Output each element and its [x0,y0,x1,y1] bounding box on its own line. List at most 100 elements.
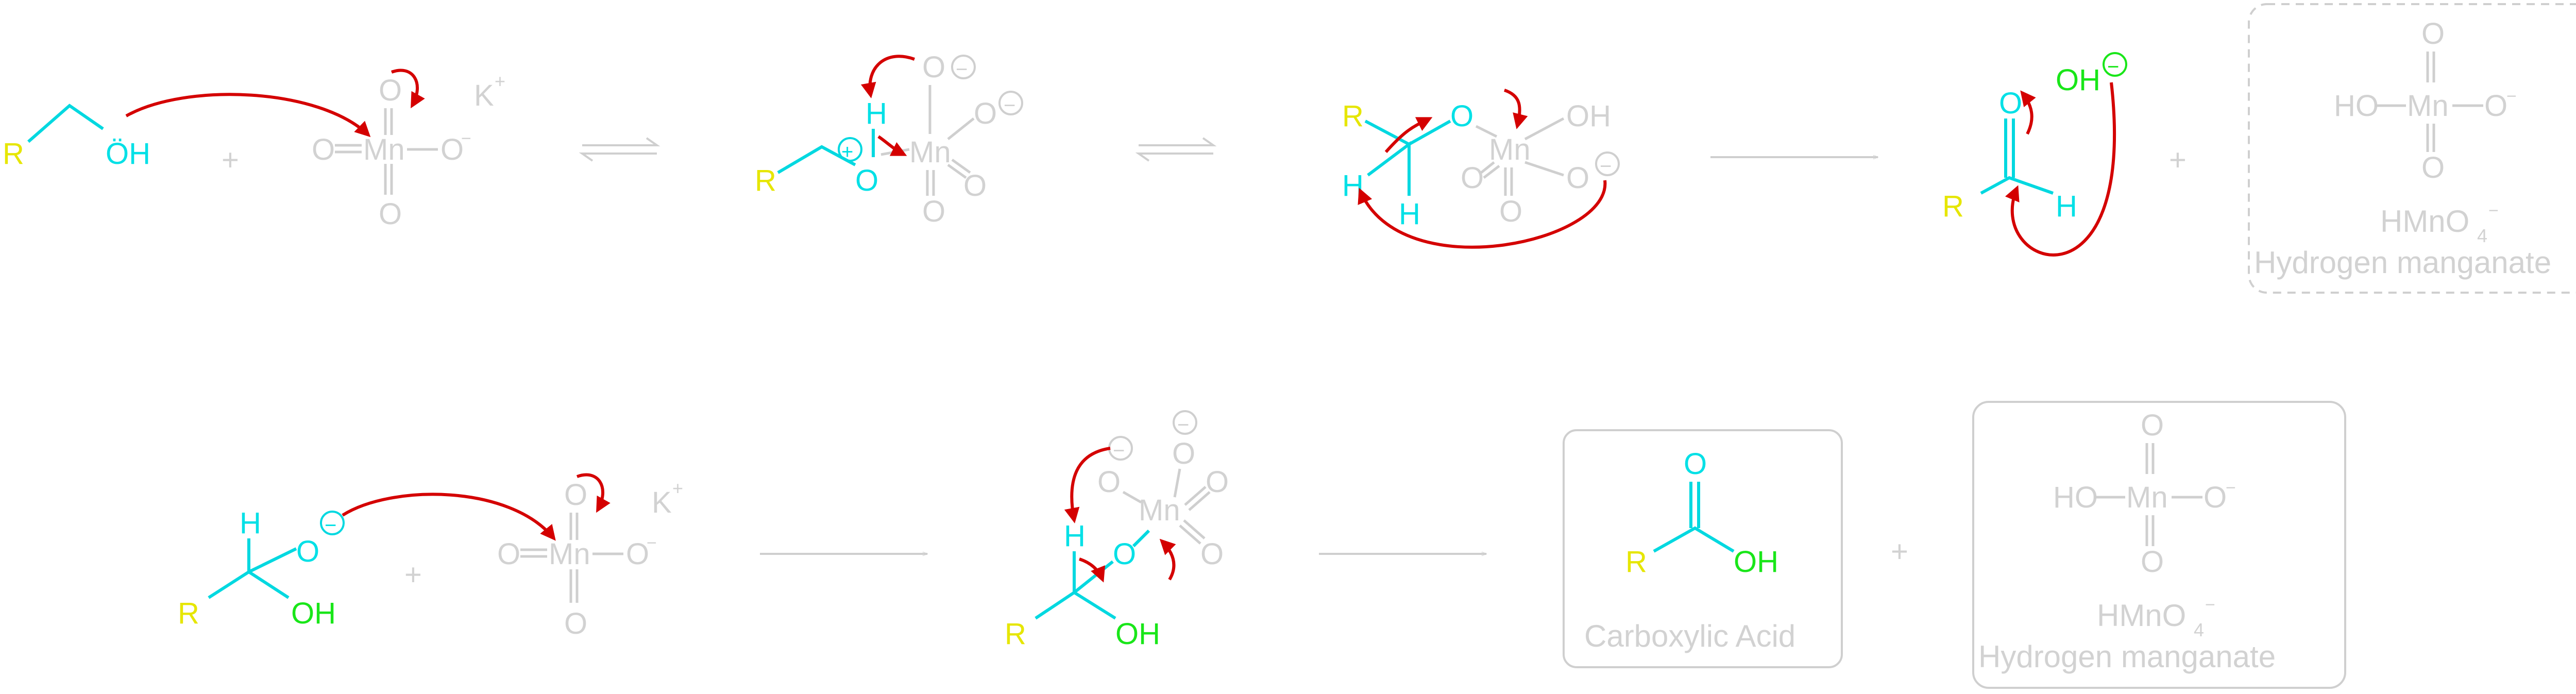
hydrate-manganate-ester: − O − O Mn O O O H R OH [1005,410,1229,651]
hydrate-alkoxide: H O − R OH [178,506,345,630]
o-right-label: O [626,537,649,571]
carboxylic-acid-label: Carboxylic Acid [1584,619,1795,653]
electron-arrow [2005,82,2116,257]
oh-label: OH [1566,99,1611,133]
k-label: K [652,486,672,519]
electron-arrow [1384,117,1433,153]
o-top-label: O [379,74,402,107]
o-top-label: O [564,478,587,512]
o-lower-right-label: O [1200,537,1224,571]
hmno4-charge: − [2488,201,2499,221]
electron-arrow [1358,180,1607,249]
o-bottom-label: O [922,195,945,228]
electron-arrow [860,55,916,98]
plus-sign: + [404,558,422,591]
mn-label: Mn [1489,133,1531,166]
k-charge: + [672,478,683,499]
electron-arrow [391,69,425,109]
o-lower-right-label: O [963,169,987,202]
hydrogen-label: H [866,97,887,130]
plus-sign: + [222,143,239,177]
electron-arrow [576,473,611,513]
oxygen-label: O [1450,99,1473,133]
aldehyde: O R H [1942,87,2077,223]
hydrogen-label: H [2056,190,2077,223]
oxygen-label: O [296,535,319,568]
r-group-label: R [178,597,199,630]
carbonyl-oxygen-label: O [1999,87,2022,120]
o-charge: − [461,129,471,148]
o-minus-charge: − [1004,94,1015,117]
o-minus-label: O [2204,481,2227,514]
electron-arrow [877,135,907,156]
mn-label: Mn [363,133,405,166]
o-top-label: O [1172,437,1195,470]
hmno4-name: Hydrogen manganate [2254,245,2551,280]
hmno4-formula: HMnO [2380,204,2469,239]
o-bottom-label: O [564,607,587,640]
o-left-label: O [497,537,520,571]
o-right-label: O [440,133,464,166]
mn-label: Mn [909,136,951,169]
chromate-like-ester: R O H + Mn O − O − O O [755,50,1023,228]
mn-label: Mn [2407,89,2449,123]
hmno4-name: Hydrogen manganate [1978,639,2276,674]
primary-alcohol: R ÖH [3,104,150,171]
o-top-label: O [2421,17,2445,50]
ho-label: HO [2334,89,2379,123]
o-minus-charge: − [956,58,968,81]
electron-arrow [1079,557,1105,583]
hmno4-subscript: 4 [2477,225,2487,246]
hmno4-subscript: 4 [2194,619,2204,640]
o-minus-label: O [2484,89,2507,123]
o-bottom-label: O [2141,545,2164,579]
hmno4-charge: − [2205,595,2215,615]
r-group-label: R [1005,617,1026,651]
potassium-ion: K + [474,71,505,112]
hydroxide-charge: − [2107,56,2119,78]
hydrogen-manganate-box-bottom: HO Mn O − O O HMnO 4 − Hydrogen manganat… [1972,401,2346,689]
oxygen-label: O [1113,537,1136,571]
o-bottom-label: O [379,197,402,231]
plus-sign: + [2169,143,2187,177]
electron-arrow [1064,447,1111,523]
equilibrium-arrow [1135,137,1217,162]
r-group-label: R [1342,99,1364,133]
mn-label: Mn [549,537,590,571]
hydroxyl-label: OH [1115,617,1160,651]
o-upper-left-label: O [1097,465,1121,499]
o-charge: − [2226,478,2236,498]
potassium-ion: K + [652,478,683,519]
equilibrium-arrow [579,137,660,162]
electron-arrow [1503,89,1528,129]
o-top-label: O [2141,409,2164,442]
hydrogen-label: H [1399,197,1420,231]
r-group-label: R [1942,190,1964,223]
k-label: K [474,79,494,112]
hydroxide-label: OH [2056,63,2100,97]
o-bottom-label: O [1499,195,1522,228]
manganate-ester: R O H H Mn OH O O O − [1342,99,1620,231]
o-right-label: O [1566,161,1589,195]
electron-arrow [1159,538,1176,581]
permanganate: Mn O O O O − [497,478,657,640]
plus-sign: + [1891,535,1908,568]
hydrogen-label: H [1064,519,1086,553]
r-group-label: R [3,137,24,171]
hydroxyl-label: OH [1734,545,1778,579]
hydrogen-label: H [240,506,261,540]
mn-label: Mn [1139,494,1180,527]
electron-arrow [125,93,371,138]
electron-arrow [2020,90,2036,135]
o-bottom-label: O [2421,151,2445,184]
o-top-label: O [922,50,945,84]
o-left-label: O [312,133,335,166]
ho-label: HO [2053,481,2098,514]
oplus-charge: + [841,141,853,163]
permanganate: Mn O O O O − [312,74,471,231]
oxygen-label: O [855,164,878,197]
o-minus-charge: − [1600,155,1612,178]
hydrogen-manganate-box-top: HO Mn O − O O HMnO 4 − Hydrogen manganat… [2248,3,2576,294]
hydroxyl-label: ÖH [106,137,150,171]
